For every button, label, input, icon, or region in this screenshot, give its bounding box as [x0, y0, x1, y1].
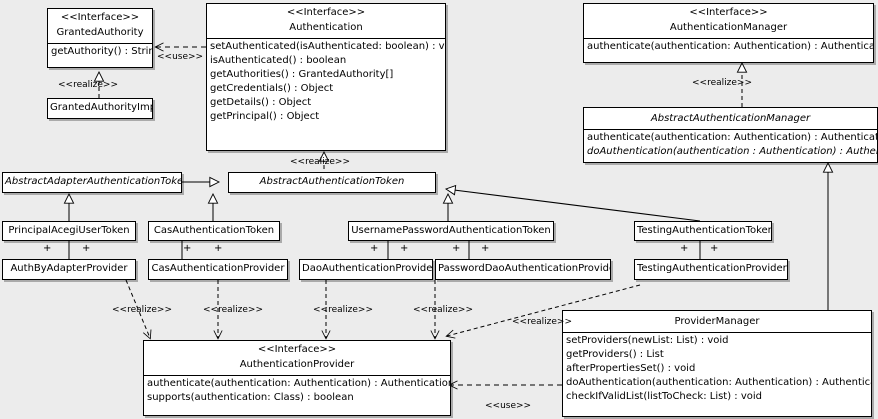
class-cas-authentication-token[interactable]: CasAuthenticationToken — [148, 221, 280, 241]
divider — [144, 375, 450, 376]
plus-marker: + — [710, 243, 719, 254]
class-name: ProviderManager — [674, 316, 760, 327]
operation: doAuthentication(authentication: Authent… — [566, 377, 872, 388]
plus-marker: + — [43, 243, 52, 254]
class-name: GrantedAuthorityImpl — [50, 102, 153, 113]
operation: getPrincipal() : Object — [210, 111, 320, 122]
operation: getCredentials() : Object — [210, 83, 334, 94]
class-name: AbstractAdapterAuthenticationToken — [5, 176, 182, 187]
plus-marker: + — [680, 243, 689, 254]
class-name: GrantedAuthority — [56, 27, 144, 38]
class-name: TestingAuthenticationToken — [637, 225, 772, 236]
operation: authenticate(authentication: Authenticat… — [587, 41, 874, 52]
class-name: TestingAuthenticationProvider — [637, 263, 787, 274]
operations-compartment: authenticate(authentication: Authenticat… — [584, 39, 873, 55]
class-name: AuthByAdapterProvider — [10, 263, 128, 274]
class-name: CasAuthenticationToken — [153, 225, 275, 236]
plus-marker: + — [370, 243, 379, 254]
plus-marker: + — [400, 243, 409, 254]
class-name: AuthenticationProvider — [239, 359, 355, 370]
class-abstract-authentication-token[interactable]: AbstractAuthenticationToken — [228, 172, 436, 193]
class-header: <<Interface>> GrantedAuthority — [48, 9, 152, 43]
label-realize-granted-authority-impl: <<realize>> — [58, 80, 118, 90]
class-auth-by-adapter-provider[interactable]: AuthByAdapterProvider — [2, 259, 136, 280]
operation: supports(authentication: Class) : boolea… — [147, 392, 354, 403]
label-realize-auth-by-adapter: <<realize>> — [112, 305, 172, 315]
class-username-password-authentication-token[interactable]: UsernamePasswordAuthenticationToken — [348, 221, 554, 241]
label-realize-password-dao-provider: <<realize>> — [413, 305, 473, 315]
class-principal-acegi-user-token[interactable]: PrincipalAcegiUserToken — [2, 221, 136, 241]
class-provider-manager[interactable]: ProviderManager setProviders(newList: Li… — [562, 310, 872, 417]
class-name: PrincipalAcegiUserToken — [8, 225, 130, 236]
class-name: UsernamePasswordAuthenticationToken — [351, 225, 551, 236]
operation: authenticate(authentication: Authenticat… — [147, 378, 451, 389]
plus-marker: + — [452, 243, 461, 254]
class-password-dao-authentication-provider[interactable]: PasswordDaoAuthenticationProvider — [435, 259, 611, 280]
class-name: PasswordDaoAuthenticationProvider — [438, 263, 611, 274]
class-header: <<Interface>> AuthenticationProvider — [144, 341, 450, 375]
class-abstract-authentication-manager[interactable]: AbstractAuthenticationManager authentica… — [583, 107, 878, 163]
class-granted-authority[interactable]: <<Interface>> GrantedAuthority getAuthor… — [47, 8, 153, 68]
operation: setProviders(newList: List) : void — [566, 335, 729, 346]
divider — [563, 332, 871, 333]
operation: checkIfValidList(listToCheck: List) : vo… — [566, 391, 763, 402]
class-cas-authentication-provider[interactable]: CasAuthenticationProvider — [148, 259, 288, 280]
operations-compartment: authenticate(authentication: Authenticat… — [144, 376, 450, 406]
class-name: DaoAuthenticationProvider — [302, 263, 433, 274]
class-testing-authentication-provider[interactable]: TestingAuthenticationProvider — [634, 259, 788, 280]
divider — [207, 38, 445, 39]
operations-compartment: getAuthority() : String — [48, 44, 152, 60]
operations-compartment: setProviders(newList: List) : void getPr… — [563, 333, 871, 405]
class-header: <<Interface>> AuthenticationManager — [584, 4, 873, 38]
class-testing-authentication-token[interactable]: TestingAuthenticationToken — [634, 221, 772, 241]
class-granted-authority-impl[interactable]: GrantedAuthorityImpl — [47, 98, 153, 119]
label-realize-provider-manager: <<realize>> — [512, 317, 572, 327]
operation: authenticate(authentication: Authenticat… — [587, 132, 878, 143]
operation: isAuthenticated() : boolean — [210, 55, 347, 66]
class-authentication[interactable]: <<Interface>> Authentication setAuthenti… — [206, 3, 446, 151]
class-name: CasAuthenticationProvider — [151, 263, 285, 274]
divider — [584, 38, 873, 39]
label-realize-abstract-auth-manager: <<realize>> — [692, 78, 752, 88]
stereotype-label: <<Interface>> — [60, 12, 140, 23]
operation: getAuthorities() : GrantedAuthority[] — [210, 69, 394, 80]
label-realize-abstract-auth-token: <<realize>> — [290, 157, 350, 167]
operations-compartment: authenticate(authentication: Authenticat… — [584, 130, 877, 160]
plus-marker: + — [183, 243, 192, 254]
class-header: <<Interface>> Authentication — [207, 4, 445, 38]
plus-marker: + — [214, 243, 223, 254]
stereotype-label: <<Interface>> — [689, 7, 768, 18]
label-use-granted-authority: <<use>> — [157, 52, 204, 62]
class-header: AbstractAuthenticationManager — [584, 108, 877, 129]
class-abstract-adapter-authentication-token[interactable]: AbstractAdapterAuthenticationToken — [2, 172, 182, 193]
operation: doAuthentication(authentication : Authen… — [587, 146, 877, 157]
label-use-provider-manager: <<use>> — [485, 401, 532, 411]
plus-marker: + — [481, 243, 490, 254]
divider — [48, 43, 152, 44]
operation: afterPropertiesSet() : void — [566, 363, 696, 374]
class-authentication-manager[interactable]: <<Interface>> AuthenticationManager auth… — [583, 3, 874, 63]
label-realize-cas-provider: <<realize>> — [203, 305, 263, 315]
stereotype-label: <<Interface>> — [257, 344, 337, 355]
class-name: AbstractAuthenticationToken — [259, 176, 405, 187]
class-header: ProviderManager — [563, 311, 871, 332]
class-dao-authentication-provider[interactable]: DaoAuthenticationProvider — [299, 259, 433, 280]
divider — [584, 129, 877, 130]
operation: getDetails() : Object — [210, 97, 312, 108]
operation: setAuthenticated(isAuthenticated: boolea… — [210, 41, 446, 52]
class-authentication-provider[interactable]: <<Interface>> AuthenticationProvider aut… — [143, 340, 451, 416]
class-name: AuthenticationManager — [669, 22, 788, 33]
operation: getAuthority() : String — [51, 46, 153, 57]
class-name: Authentication — [289, 22, 363, 33]
class-name: AbstractAuthenticationManager — [650, 113, 811, 124]
label-realize-dao-provider: <<realize>> — [313, 305, 373, 315]
stereotype-label: <<Interface>> — [286, 7, 366, 18]
plus-marker: + — [82, 243, 91, 254]
operations-compartment: setAuthenticated(isAuthenticated: boolea… — [207, 39, 445, 125]
operation: getProviders() : List — [566, 349, 664, 360]
